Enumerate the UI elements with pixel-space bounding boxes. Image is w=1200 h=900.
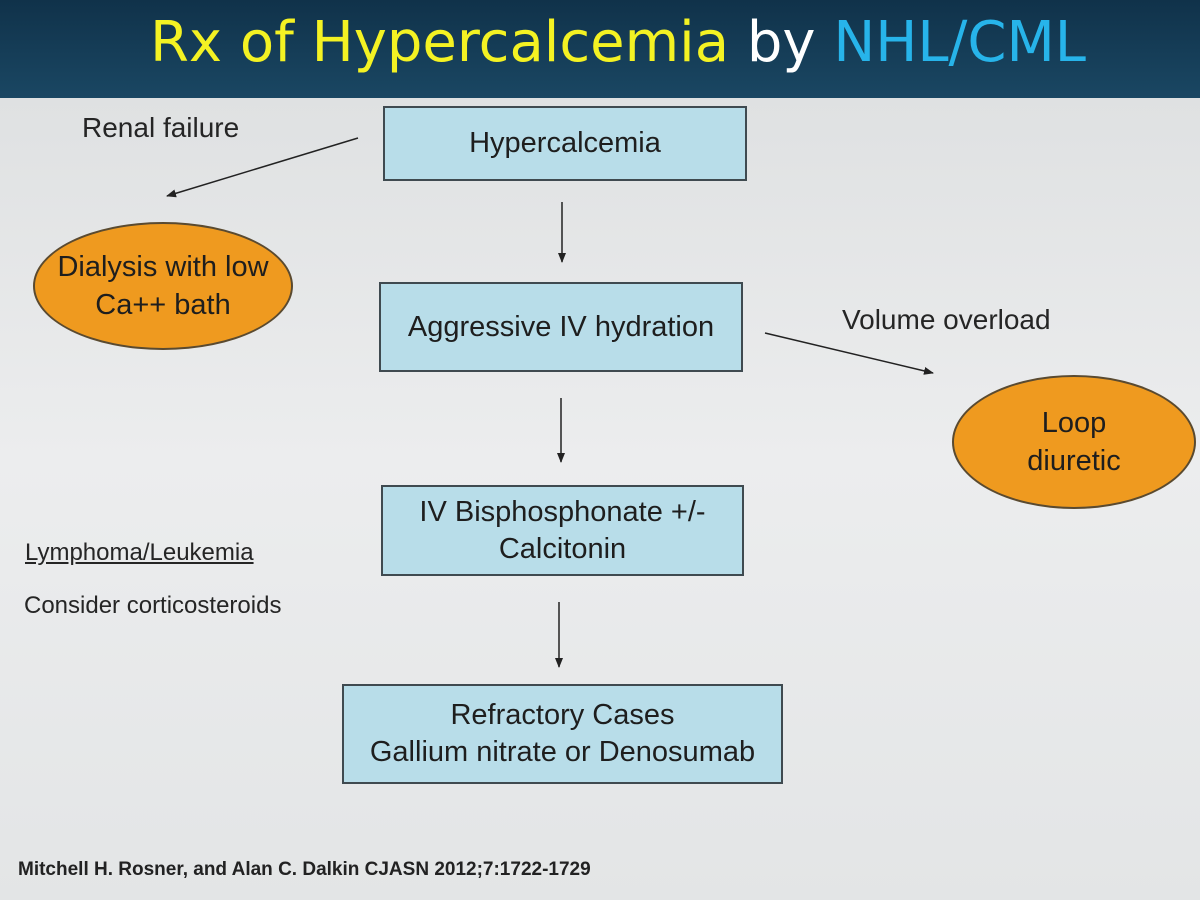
edge-label-volume-overload: Volume overload bbox=[842, 304, 1051, 335]
node-hypercalcemia: Hypercalcemia bbox=[383, 106, 747, 181]
title-part-nhl-cml: NHL/CML bbox=[833, 10, 1086, 75]
edge-label-renal-failure: Renal failure bbox=[82, 112, 240, 143]
title-part-by: by bbox=[729, 10, 834, 75]
arrow-volume-overload bbox=[764, 332, 934, 375]
side-note-text: Consider corticosteroids bbox=[24, 592, 282, 619]
node-loop-diuretic-label: Loop diuretic bbox=[1027, 407, 1121, 477]
node-dialysis: Dialysis with low Ca++ bath bbox=[33, 222, 293, 350]
node-hydration-label: Aggressive IV hydration bbox=[407, 310, 715, 343]
node-refractory-cases: Refractory Cases Gallium nitrate or Deno… bbox=[342, 684, 783, 784]
node-aggressive-iv-hydration: Aggressive IV hydration bbox=[379, 282, 743, 372]
node-refractory-label: Refractory Cases Gallium nitrate or Deno… bbox=[369, 699, 756, 768]
side-note-heading: Lymphoma/Leukemia bbox=[25, 539, 254, 566]
node-bisphosphonate-label: IV Bisphosphonate +/- Calcitonin bbox=[419, 495, 706, 565]
title-bar: Rx of Hypercalcemia by NHL/CML bbox=[0, 0, 1200, 98]
node-hypercalcemia-label: Hypercalcemia bbox=[469, 127, 661, 159]
node-dialysis-label: Dialysis with low Ca++ bath bbox=[57, 251, 269, 321]
title-part-hypercalcemia: Rx of Hypercalcemia bbox=[150, 10, 730, 75]
node-iv-bisphosphonate: IV Bisphosphonate +/- Calcitonin bbox=[381, 485, 744, 576]
arrow-renal-failure bbox=[166, 137, 359, 198]
node-loop-diuretic: Loop diuretic bbox=[952, 375, 1196, 509]
slide-title: Rx of Hypercalcemia by NHL/CML bbox=[150, 8, 1086, 78]
citation: Mitchell H. Rosner, and Alan C. Dalkin C… bbox=[18, 859, 591, 880]
